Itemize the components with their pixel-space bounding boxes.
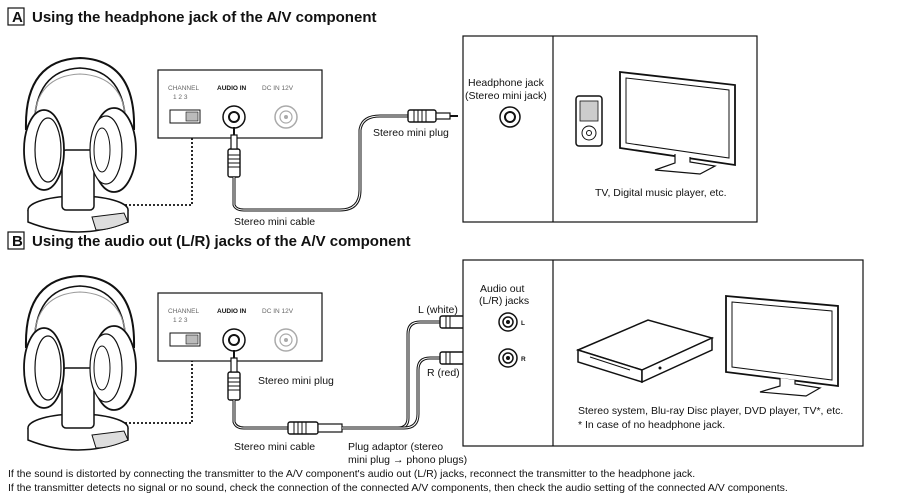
jack-l-label: L <box>521 320 525 327</box>
section-b-letter: B <box>12 233 23 250</box>
stereo-mini-plug-label: Stereo mini plug <box>258 375 334 387</box>
phono-cable-right <box>342 356 440 430</box>
digital-music-player-image <box>575 95 603 147</box>
device-caption: Stereo system, Blu-ray Disc player, DVD … <box>578 405 843 417</box>
dc-in-label: DC IN 12V <box>262 308 294 315</box>
section-a-letter: A <box>12 9 23 26</box>
channel-numbers: 1 2 3 <box>173 317 188 324</box>
section-a-title: Using the headphone jack of the A/V comp… <box>32 9 376 26</box>
section-a: A Using the headphone jack of the A/V co… <box>7 7 758 233</box>
stereo-mini-plug-label: Stereo mini plug <box>373 127 449 139</box>
tv-image <box>725 295 839 397</box>
dc-in-label: DC IN 12V <box>262 85 294 92</box>
av-component-box: Headphone jack (Stereo mini jack) TV, Di… <box>462 35 758 223</box>
plug-adaptor-label: Plug adaptor (stereo <box>348 441 443 453</box>
plug-adaptor <box>287 421 343 435</box>
headphone-jack-sublabel: (Stereo mini jack) <box>465 90 547 102</box>
channel-label: CHANNEL <box>168 308 199 315</box>
plug-adaptor-sublabel: mini plug → phono plugs) <box>348 454 467 466</box>
l-white-label: L (white) <box>418 304 458 316</box>
footnote-2: If the transmitter detects no signal or … <box>8 482 788 494</box>
section-b-letter-box <box>7 231 25 250</box>
stereo-mini-cable-label: Stereo mini cable <box>234 441 315 453</box>
audio-out-sublabel: (L/R) jacks <box>479 295 529 307</box>
r-red-label: R (red) <box>427 367 460 379</box>
headphone-jack-label: Headphone jack <box>468 77 545 89</box>
device-footnote: * In case of no headphone jack. <box>578 419 725 431</box>
transmitter-panel: CHANNEL 1 2 3 AUDIO IN DC IN 12V <box>157 69 323 139</box>
transmitter-panel: CHANNEL 1 2 3 AUDIO IN DC IN 12V <box>157 292 323 362</box>
section-b-title: Using the audio out (L/R) jacks of the A… <box>32 233 411 250</box>
stereo-mini-cable <box>232 400 288 430</box>
audio-in-label: AUDIO IN <box>217 308 247 315</box>
av-component-box: Audio out (L/R) jacks L R <box>462 259 864 447</box>
section-b: B Using the audio out (L/R) jacks of the… <box>7 231 864 466</box>
headphone-stand-image <box>23 275 137 451</box>
dotted-connection-line <box>125 360 193 424</box>
stereo-mini-plug-device <box>407 109 458 123</box>
stereo-mini-cable-label: Stereo mini cable <box>234 216 315 228</box>
jack-r-label: R <box>521 356 526 363</box>
disc-player-image <box>575 319 715 384</box>
channel-numbers: 1 2 3 <box>173 94 188 101</box>
section-a-letter-box <box>7 7 25 26</box>
audio-in-label: AUDIO IN <box>217 85 247 92</box>
audio-out-label: Audio out <box>480 283 524 295</box>
device-caption: TV, Digital music player, etc. <box>595 187 727 199</box>
phono-cable-left <box>342 320 440 430</box>
tv-image <box>619 70 736 175</box>
channel-label: CHANNEL <box>168 85 199 92</box>
headphone-stand-image <box>23 57 137 233</box>
footnote-1: If the sound is distorted by connecting … <box>8 468 695 480</box>
